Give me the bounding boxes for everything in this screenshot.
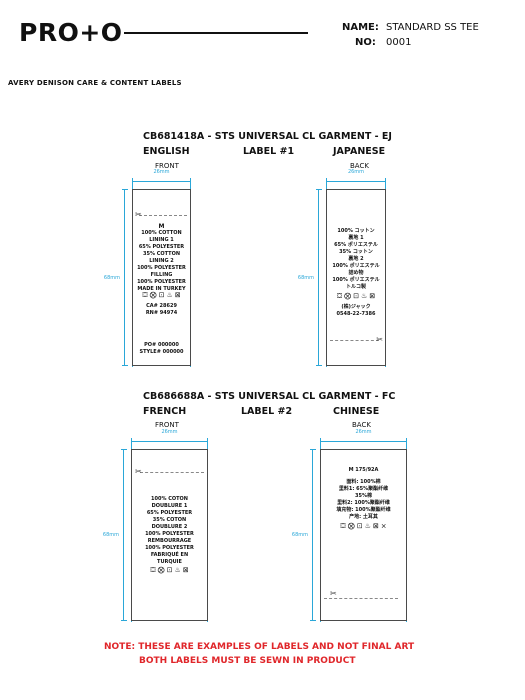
scissors-icon: ✂: [376, 335, 383, 344]
logo-rule: [124, 32, 308, 34]
warning-note-line2: BOTH LABELS MUST BE SEWN IN PRODUCT: [139, 656, 356, 666]
label2-title: CB686688A - STS UNIVERSAL CL GARMENT - F…: [143, 391, 396, 402]
importer-text: (株)ジャック 0548-22-7386: [336, 304, 376, 317]
label2-right-language: CHINESE: [333, 406, 380, 417]
scissors-icon: ✂: [330, 589, 337, 598]
warning-note-line1: NOTE: THESE ARE EXAMPLES OF LABELS AND N…: [104, 642, 415, 652]
label2-left-language: FRENCH: [143, 406, 187, 417]
label1-back-card: 100% コットン 裏地 1 65% ポリエステル 35% コットン 裏地 2 …: [326, 189, 386, 366]
composition-text: 100% COTTON LINING 1 65% POLYESTER 35% C…: [137, 230, 186, 292]
no-wring-icon: ⨯: [380, 523, 387, 530]
cut-line: [139, 215, 187, 216]
iron-low-icon: ♨: [361, 293, 368, 300]
label1-front-width-dimension: 26mm: [132, 169, 191, 186]
tumble-dry-icon: ⊡: [356, 523, 363, 530]
no-bleach-icon: ⨂: [149, 292, 157, 299]
composition-text-japanese: 100% コットン 裏地 1 65% ポリエステル 35% コットン 裏地 2 …: [332, 228, 380, 290]
wash-30-icon: ⛋: [340, 523, 346, 530]
label1-number: LABEL #1: [243, 146, 295, 157]
composition-text-french: 100% COTON DOUBLURE 1 65% POLYESTER 35% …: [145, 496, 194, 565]
label1-back-width-dimension: 26mm: [326, 169, 386, 186]
section-title: AVERY DENISON CARE & CONTENT LABELS: [8, 79, 182, 87]
care-symbols: ⛋ ⨂ ⊡ ♨ ⊠ ⨯: [321, 523, 406, 530]
care-symbols: ⛋ ⨂ ⊡ ♨ ⊠: [132, 567, 207, 574]
iron-low-icon: ♨: [166, 292, 173, 299]
label1-back-title: BACK: [350, 162, 369, 170]
tumble-dry-icon: ⊡: [353, 293, 360, 300]
label1-front-card: ✂ M 100% COTTON LINING 1 65% POLYESTER 3…: [132, 189, 191, 366]
wash-30-icon: ⛋: [336, 293, 343, 300]
order-text: PO# 000000 STYLE# 000000: [139, 342, 184, 355]
care-symbols: ⛋ ⨂ ⊡ ♨ ⊠: [133, 292, 190, 299]
composition-text-chinese: 面料: 100%棉 里料1: 65%聚酯纤维 35%棉 里料2: 100%聚酯纤…: [336, 479, 391, 520]
label1-back-height-dimension: 68mm: [298, 189, 322, 366]
wash-30-icon: ⛋: [150, 567, 156, 574]
iron-low-icon: ♨: [364, 523, 371, 530]
label1-left-language: ENGLISH: [143, 146, 190, 157]
label2-back-card: M 175/92A 面料: 100%棉 里料1: 65%聚酯纤维 35%棉 里料…: [320, 449, 407, 621]
name-value: STANDARD SS TEE: [386, 22, 479, 33]
no-bleach-icon: ⨂: [347, 523, 355, 530]
cut-line: [330, 340, 379, 341]
label2-number: LABEL #2: [241, 406, 293, 417]
registration-text: CA# 28629 RN# 94974: [145, 303, 178, 316]
iron-low-icon: ♨: [174, 567, 181, 574]
label2-back-width-dimension: 26mm: [320, 429, 407, 446]
no-dryclean-icon: ⊠: [369, 293, 376, 300]
size-text: M 175/92A: [348, 467, 379, 473]
size-text: M: [158, 223, 165, 230]
no-dryclean-icon: ⊠: [174, 292, 181, 299]
label2-front-title: FRONT: [155, 421, 179, 429]
no-value: 0001: [386, 37, 412, 48]
tumble-dry-icon: ⊡: [158, 292, 165, 299]
name-label: NAME:: [342, 22, 379, 33]
cut-line: [140, 472, 204, 473]
cut-line: [324, 598, 398, 599]
scissors-icon: ✂: [135, 210, 142, 219]
brand-logo: PRO+O: [19, 18, 123, 47]
label1-title: CB681418A - STS UNIVERSAL CL GARMENT - E…: [143, 131, 392, 142]
wash-30-icon: ⛋: [142, 292, 148, 299]
tumble-dry-icon: ⊡: [166, 567, 173, 574]
label1-front-title: FRONT: [155, 162, 179, 170]
label2-front-height-dimension: 68mm: [103, 449, 127, 621]
scissors-icon: ✂: [135, 467, 142, 476]
no-bleach-icon: ⨂: [344, 293, 352, 300]
label1-right-language: JAPANESE: [333, 146, 386, 157]
label2-front-card: ✂ 100% COTON DOUBLURE 1 65% POLYESTER 35…: [131, 449, 208, 621]
label2-back-height-dimension: 68mm: [292, 449, 316, 621]
no-dryclean-icon: ⊠: [372, 523, 379, 530]
label1-front-height-dimension: 68mm: [104, 189, 128, 366]
label2-front-width-dimension: 26mm: [131, 429, 208, 446]
no-label: NO:: [355, 37, 376, 48]
no-dryclean-icon: ⊠: [182, 567, 189, 574]
label2-back-title: BACK: [352, 421, 371, 429]
no-bleach-icon: ⨂: [157, 567, 165, 574]
care-symbols: ⛋ ⨂ ⊡ ♨ ⊠: [327, 293, 385, 300]
